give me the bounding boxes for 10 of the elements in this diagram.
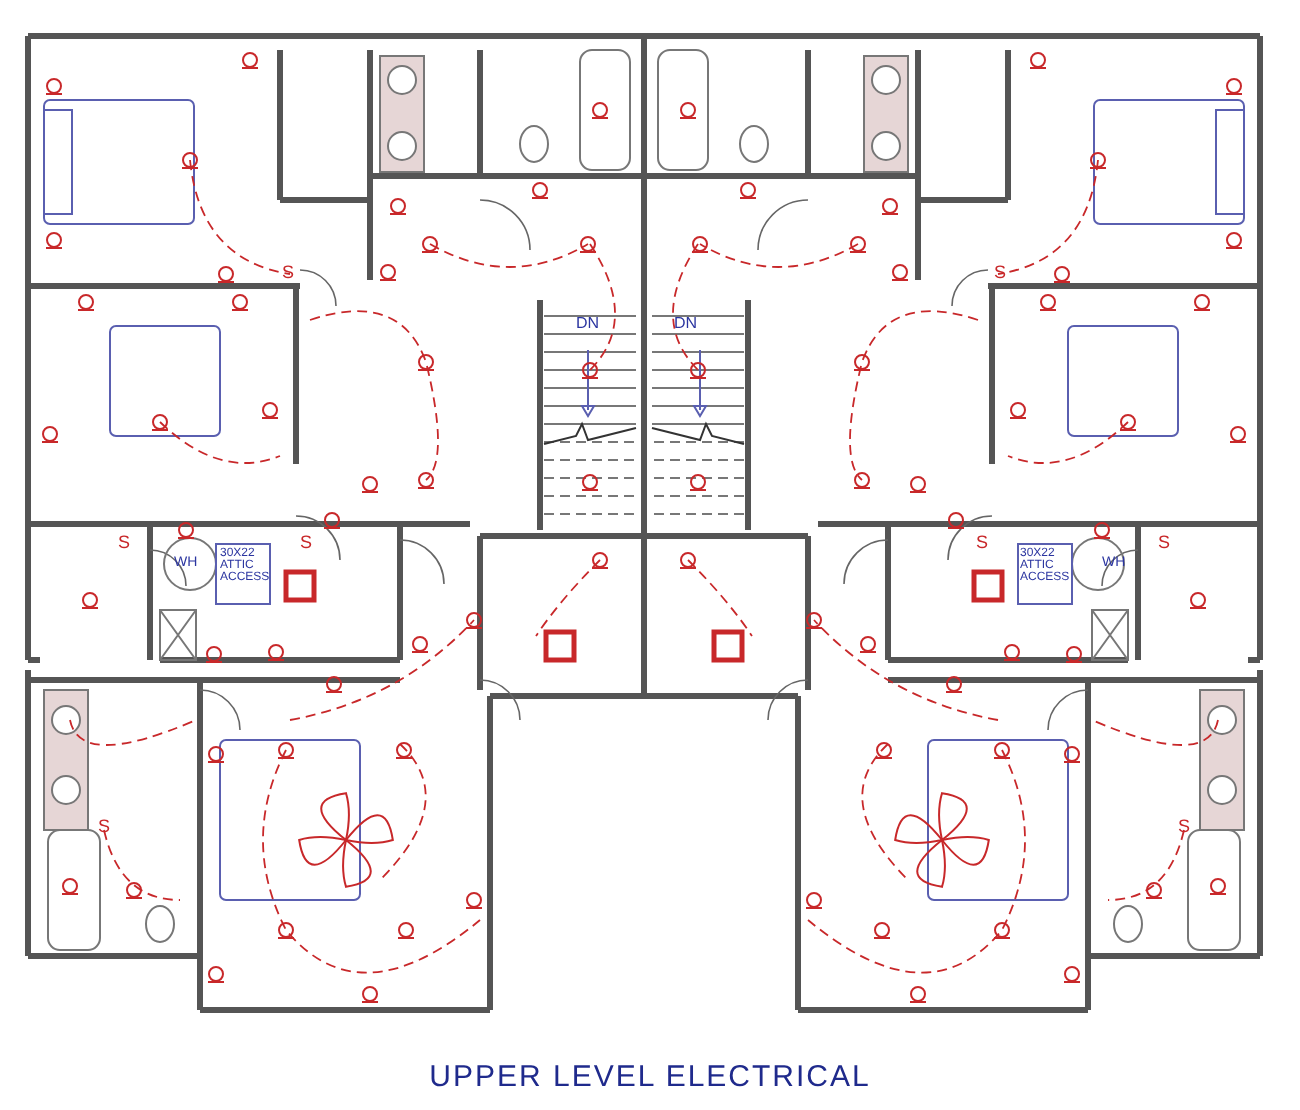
- stair-direction-label: DN: [674, 316, 698, 332]
- switch-label: S: [1178, 818, 1191, 836]
- switch-label: S: [98, 818, 111, 836]
- drawing-title: UPPER LEVEL ELECTRICAL: [427, 1060, 873, 1094]
- switch-label: S: [976, 534, 989, 552]
- switch-label: S: [1158, 534, 1171, 552]
- switch-label: S: [118, 534, 131, 552]
- switch-label: S: [300, 534, 313, 552]
- stair-direction-label: DN: [576, 316, 600, 332]
- switch-label: S: [994, 264, 1007, 282]
